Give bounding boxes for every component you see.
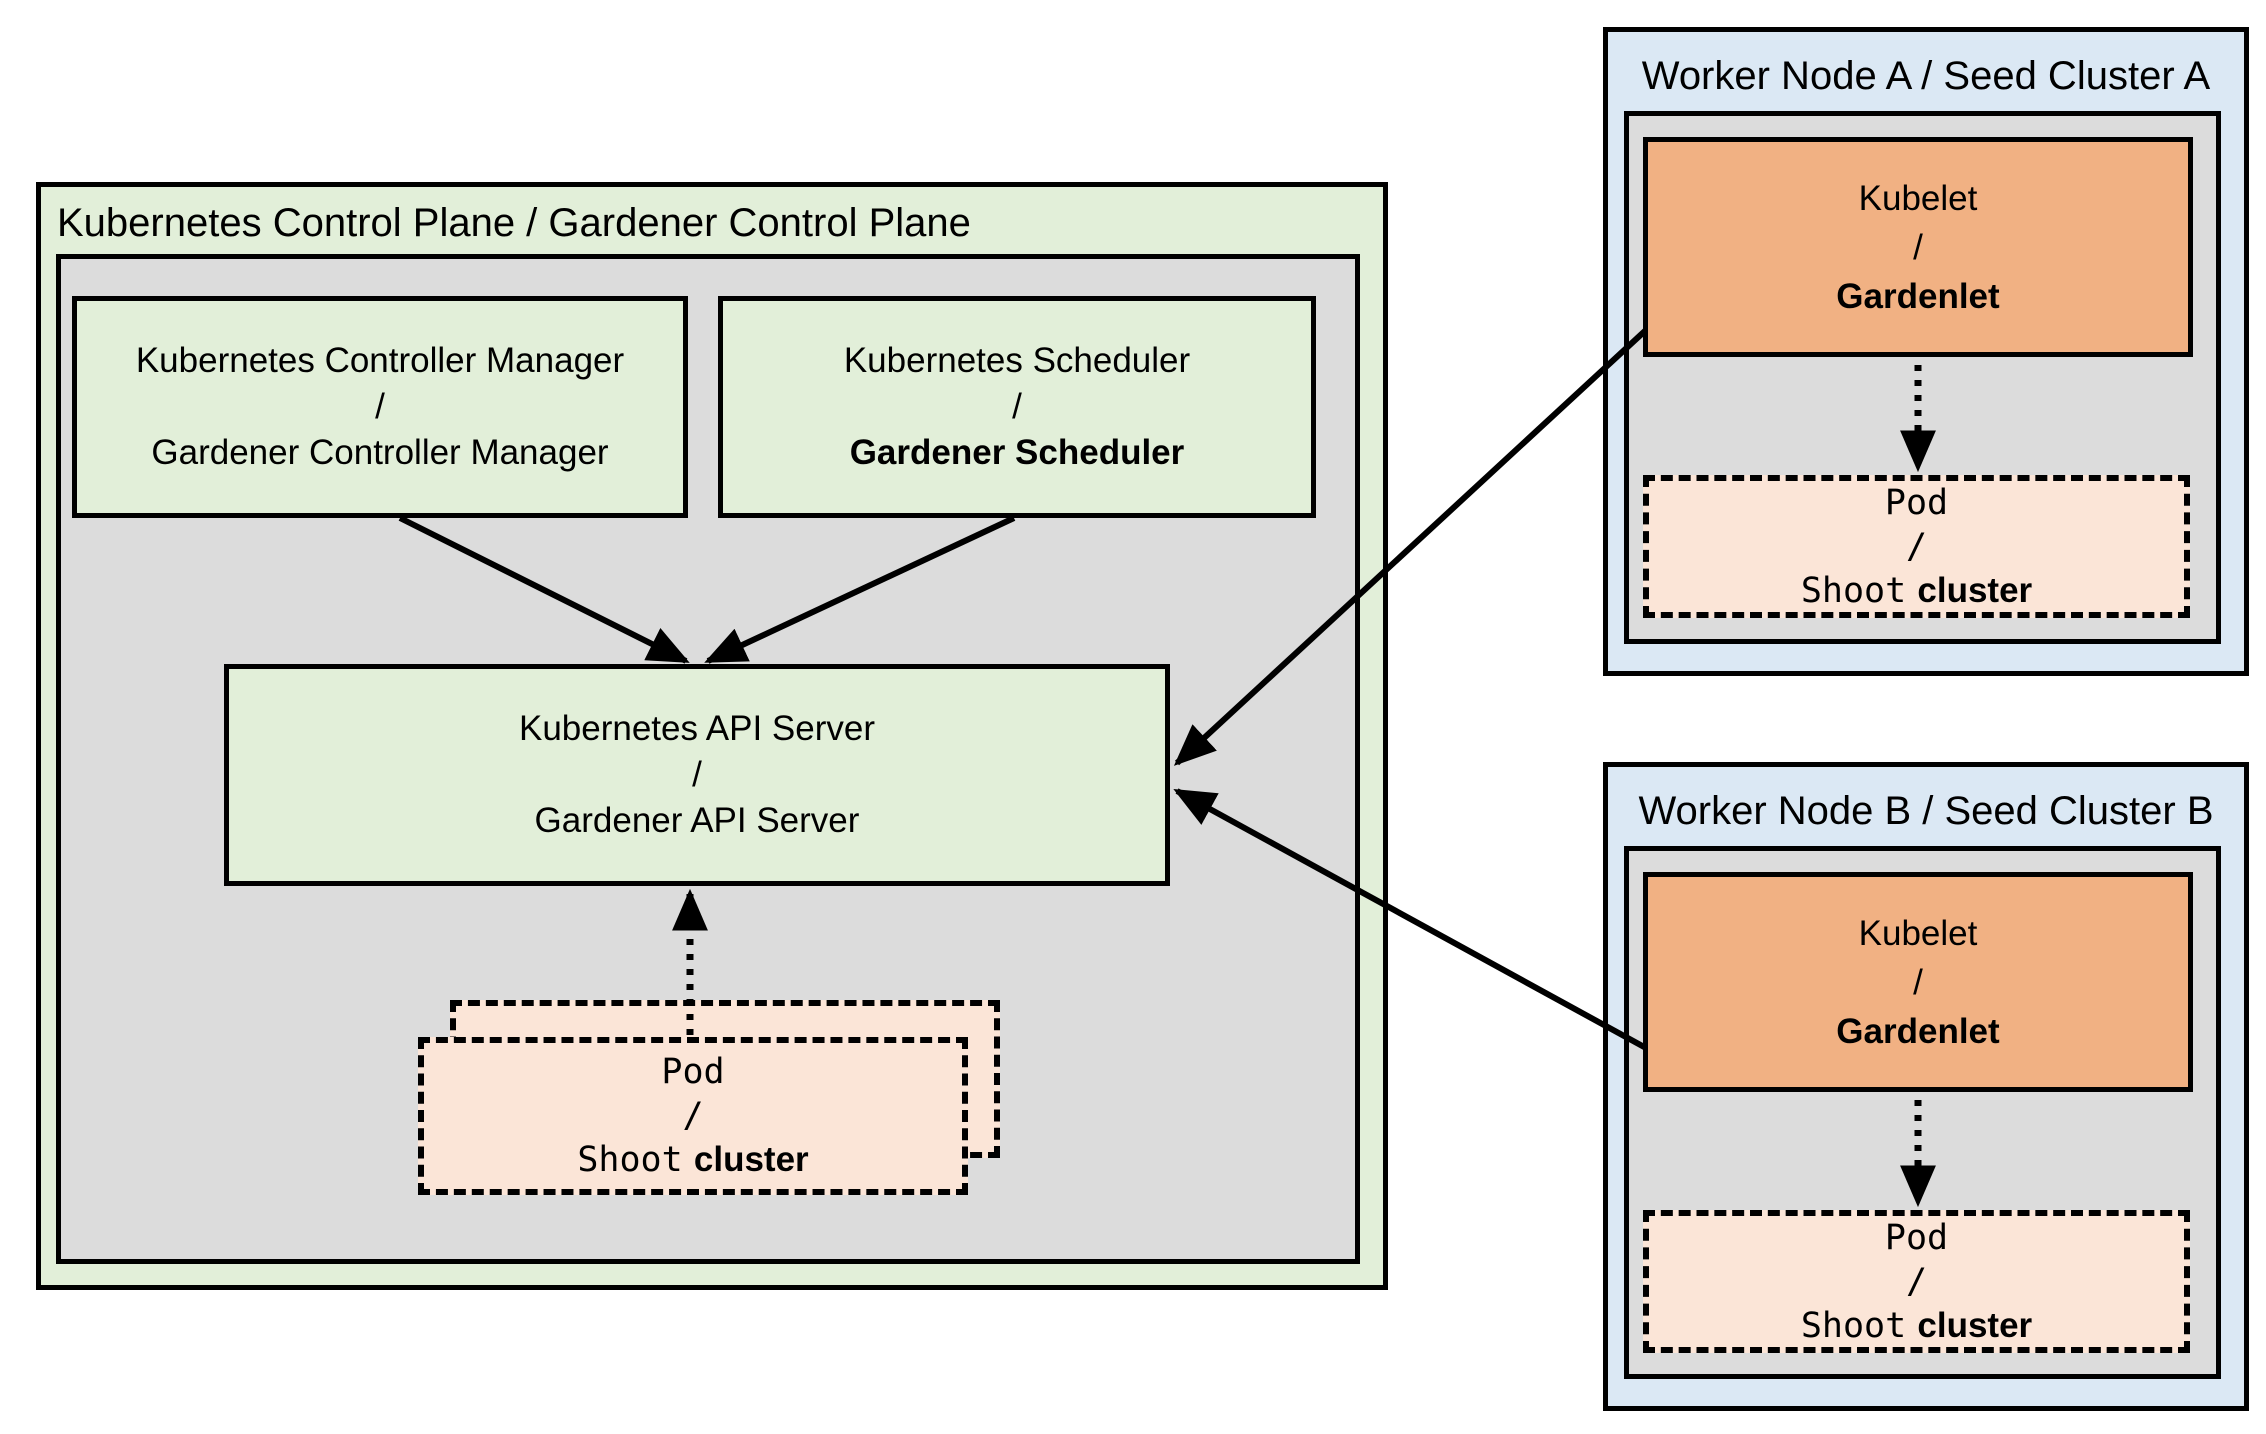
api-server-box: Kubernetes API Server / Gardener API Ser… xyxy=(224,664,1170,886)
controller-manager-line2: Gardener Controller Manager xyxy=(151,433,609,472)
kubelet-gardenlet-a-box: Kubelet / Gardenlet xyxy=(1643,137,2193,357)
worker-node-a-box: Worker Node A / Seed Cluster A Kubelet /… xyxy=(1603,27,2249,676)
pod-separator: / xyxy=(682,1096,704,1136)
scheduler-separator: / xyxy=(1012,387,1022,426)
control-plane-box: Kubernetes Control Plane / Gardener Cont… xyxy=(36,182,1388,1290)
controller-manager-box: Kubernetes Controller Manager / Gardener… xyxy=(72,296,688,518)
pod-b-line2-cluster: cluster xyxy=(1917,1305,2033,1345)
pod-shoot-cluster-box: Pod / Shoot cluster xyxy=(418,1037,968,1195)
pod-a-line2-shoot: Shoot xyxy=(1800,570,1907,611)
kubelet-b-separator: / xyxy=(1913,962,1923,1002)
pod-a-line2-cluster: cluster xyxy=(1917,570,2033,610)
scheduler-line1: Kubernetes Scheduler xyxy=(843,341,1191,380)
worker-node-a-title: Worker Node A / Seed Cluster A xyxy=(1641,54,2211,98)
controller-manager-line1: Kubernetes Controller Manager xyxy=(135,341,625,380)
pod-a-separator: / xyxy=(1905,526,1928,567)
pod-line1: Pod xyxy=(661,1052,725,1092)
pod-b-separator: / xyxy=(1905,1261,1928,1302)
scheduler-box: Kubernetes Scheduler / Gardener Schedule… xyxy=(718,296,1316,518)
kubelet-a-separator: / xyxy=(1913,227,1923,267)
pod-b-line2-shoot: Shoot xyxy=(1800,1305,1907,1346)
worker-node-b-box: Worker Node B / Seed Cluster B Kubelet /… xyxy=(1603,762,2249,1411)
worker-node-b-title: Worker Node B / Seed Cluster B xyxy=(1638,789,2214,833)
kubelet-gardenlet-b-box: Kubelet / Gardenlet xyxy=(1643,872,2193,1092)
api-server-separator: / xyxy=(692,755,702,794)
scheduler-line2: Gardener Scheduler xyxy=(849,433,1185,472)
controller-manager-separator: / xyxy=(375,387,385,426)
control-plane-inner-panel: Kubernetes Controller Manager / Gardener… xyxy=(56,254,1360,1264)
api-server-line1: Kubernetes API Server xyxy=(518,709,876,748)
kubelet-a-line2: Gardenlet xyxy=(1836,276,2000,316)
pod-b-line1: Pod xyxy=(1884,1217,1949,1258)
pod-a-line1: Pod xyxy=(1884,482,1949,523)
kubelet-b-line2: Gardenlet xyxy=(1836,1011,2000,1051)
control-plane-title: Kubernetes Control Plane / Gardener Cont… xyxy=(57,201,971,245)
pod-line2-cluster: cluster xyxy=(693,1140,809,1179)
kubelet-a-line1: Kubelet xyxy=(1858,178,1978,218)
kubelet-b-line1: Kubelet xyxy=(1858,913,1978,953)
pod-line2-shoot: Shoot xyxy=(577,1140,683,1180)
api-server-line2: Gardener API Server xyxy=(534,801,860,840)
pod-line2: Shoot cluster xyxy=(577,1138,808,1182)
